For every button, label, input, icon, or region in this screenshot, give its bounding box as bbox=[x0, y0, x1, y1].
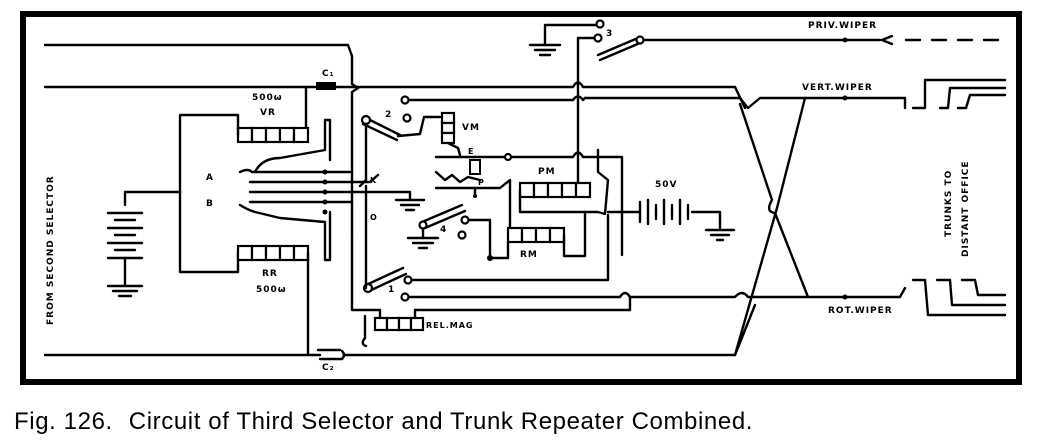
label-battery-voltage: 50V bbox=[655, 180, 678, 190]
label-trunks-to: TRUNKS TO bbox=[944, 170, 954, 237]
figure-number: Fig. 126. bbox=[14, 408, 113, 435]
figure-caption-text: Circuit of Third Selector and Trunk Repe… bbox=[128, 408, 754, 435]
label-rr-resistance: 500ω bbox=[256, 285, 287, 295]
switch-2: 2 bbox=[358, 95, 442, 188]
label-switch-2: 2 bbox=[385, 110, 392, 120]
label-switch-3: 3 bbox=[606, 29, 613, 39]
condenser-c2 bbox=[316, 348, 346, 361]
switch-4: 4 bbox=[406, 203, 492, 250]
magnet-vm: VM E bbox=[440, 111, 480, 157]
rot-wiper: ROT.WIPER bbox=[828, 278, 1007, 317]
label-switch-4: 4 bbox=[440, 225, 447, 235]
switch-1: 1 bbox=[362, 184, 907, 302]
label-c2: C₂ bbox=[322, 363, 335, 373]
label-pm: PM bbox=[538, 167, 556, 177]
label-spring-o: O bbox=[370, 213, 378, 222]
diagram-frame bbox=[20, 11, 1022, 385]
label-vr: VR bbox=[260, 108, 276, 118]
priv-wiper: PRIV.WIPER bbox=[642, 21, 1000, 46]
relay-rr: RR 500ω bbox=[236, 244, 310, 295]
label-rot-wiper: ROT.WIPER bbox=[828, 306, 893, 316]
label-switch-1: 1 bbox=[388, 285, 395, 295]
magnet-pm: PM bbox=[518, 167, 592, 199]
switch-3: 3 bbox=[528, 19, 645, 89]
magnet-rm: RM bbox=[506, 226, 566, 260]
label-rr: RR bbox=[262, 269, 278, 279]
relay-vr: 500ω VR bbox=[236, 93, 310, 144]
rel-mag-armature bbox=[361, 314, 368, 348]
label-vert-wiper: VERT.WIPER bbox=[802, 83, 873, 93]
label-spring-p: P bbox=[478, 178, 485, 187]
label-spring-k: K bbox=[370, 176, 377, 185]
relay-springs: A B K O bbox=[206, 118, 412, 262]
label-terminal-b: B bbox=[206, 199, 214, 209]
label-vr-resistance: 500ω bbox=[252, 93, 283, 103]
ground-icon bbox=[394, 198, 426, 212]
label-rm: RM bbox=[520, 250, 538, 260]
label-spring-e: E bbox=[468, 147, 474, 156]
rm-wiring bbox=[488, 210, 587, 260]
condenser-c1: C₁ bbox=[306, 69, 336, 90]
label-rel-mag: REL.MAG bbox=[426, 321, 473, 330]
label-distant-office: DISTANT OFFICE bbox=[961, 160, 971, 257]
magnet-rel-mag: REL.MAG bbox=[373, 316, 473, 332]
figure-caption: Fig. 126. Circuit of Third Selector and T… bbox=[14, 402, 1049, 442]
label-from-second-selector: FROM SECOND SELECTOR bbox=[46, 175, 56, 325]
label-terminal-a: A bbox=[206, 173, 214, 183]
battery-50v-icon: 50V bbox=[606, 180, 736, 242]
line-bottom: C₂ bbox=[43, 303, 757, 373]
battery-left-icon bbox=[106, 190, 182, 298]
circuit-diagram: FROM SECOND SELECTOR C₁ 500ω VR RR 500ω bbox=[20, 11, 1022, 385]
rel-mag-wiring bbox=[350, 236, 632, 320]
relay-loop bbox=[178, 113, 240, 274]
label-vm: VM bbox=[462, 123, 480, 133]
crossover bbox=[733, 96, 810, 357]
vert-wiper: VERT.WIPER bbox=[802, 78, 1007, 110]
label-c1: C₁ bbox=[322, 69, 335, 79]
pm-return bbox=[518, 148, 610, 216]
label-priv-wiper: PRIV.WIPER bbox=[808, 21, 877, 31]
